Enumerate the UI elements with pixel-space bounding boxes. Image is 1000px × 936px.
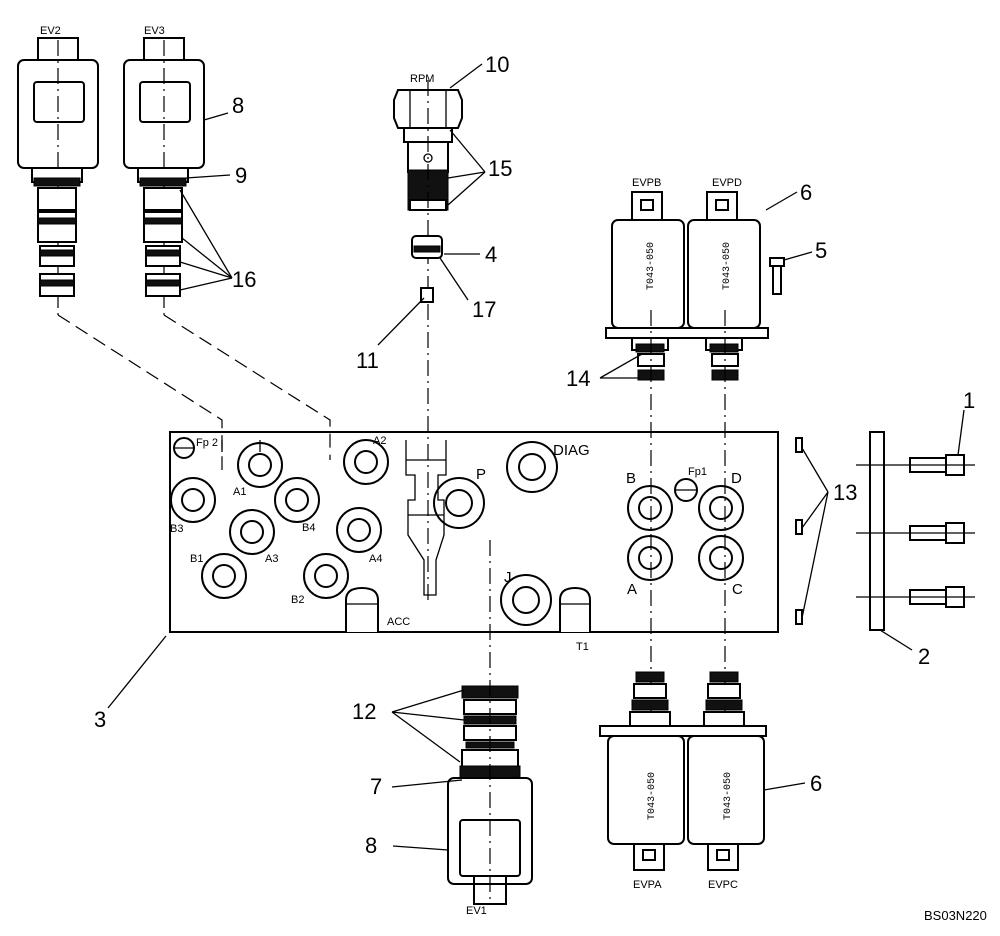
label-evpa: EVPA — [633, 879, 662, 891]
label-acc: ACC — [387, 616, 410, 628]
solenoid-ev2 — [17, 37, 99, 320]
label-diag: DIAG — [553, 442, 590, 459]
label-ev2: EV2 — [40, 25, 61, 37]
callout-17: 17 — [472, 297, 496, 322]
label-fp2: Fp 2 — [196, 437, 218, 449]
callout-12: 12 — [352, 699, 376, 724]
rpm-valve — [393, 80, 463, 600]
callout-14: 14 — [566, 366, 590, 391]
callouts: 8 9 16 10 15 4 17 11 6 5 14 1 13 2 3 12 … — [94, 52, 975, 858]
label-p: P — [476, 466, 486, 483]
evpb-marking: T043-050 — [646, 242, 657, 290]
solenoid-evpb: T043-050 — [611, 191, 685, 329]
label-evpd: EVPD — [712, 177, 742, 189]
port-b4 — [274, 477, 320, 523]
label-t1: T1 — [576, 641, 589, 653]
callout-10: 10 — [485, 52, 509, 77]
callout-1: 1 — [963, 388, 975, 413]
pins-13 — [795, 437, 803, 625]
label-a4: A4 — [369, 553, 382, 565]
port-a3 — [229, 509, 275, 555]
callout-8-top: 8 — [232, 93, 244, 118]
solenoid-ev1 — [447, 540, 533, 905]
label-rpm: RPM — [410, 73, 434, 85]
bolts-1 — [856, 454, 975, 608]
callout-5: 5 — [815, 238, 827, 263]
port-b3 — [170, 477, 216, 523]
port-diag — [506, 441, 558, 493]
callout-6-bottom: 6 — [810, 771, 822, 796]
label-fp1: Fp1 — [688, 466, 707, 478]
port-label-group: Fp 2 A1 A2 B3 B4 A3 A4 B1 B2 ACC T1 P DI… — [170, 435, 743, 653]
port-b1 — [201, 553, 247, 599]
lower-solenoid-base — [599, 671, 767, 737]
label-b2: B2 — [291, 594, 304, 606]
screw-5 — [769, 257, 785, 295]
label-a3: A3 — [265, 553, 278, 565]
port-fp1 — [674, 478, 698, 502]
callout-3: 3 — [94, 707, 106, 732]
label-ev3: EV3 — [144, 25, 165, 37]
port-j — [500, 574, 552, 626]
callout-11: 11 — [356, 348, 379, 373]
callout-15: 15 — [488, 156, 512, 181]
solenoid-evpa: T043-050 — [607, 735, 685, 871]
solenoid-evpd: T043-050 — [687, 191, 761, 329]
port-b2 — [303, 553, 349, 599]
port-A — [627, 535, 673, 581]
plug-t1 — [559, 586, 591, 632]
reference-code: BS03N220 — [924, 908, 987, 923]
label-B: B — [626, 470, 636, 487]
label-A: A — [627, 581, 637, 598]
port-C — [698, 535, 744, 581]
assembly-line-ev2 — [57, 314, 223, 470]
label-evpc: EVPC — [708, 879, 738, 891]
port-a4 — [336, 507, 382, 553]
callout-4: 4 — [485, 242, 497, 267]
label-b1: B1 — [190, 553, 203, 565]
callout-2: 2 — [918, 644, 930, 669]
solenoid-evpc: T043-050 — [687, 735, 765, 871]
label-D: D — [731, 470, 742, 487]
label-j: J — [504, 569, 512, 586]
label-ev1: EV1 — [466, 905, 487, 917]
label-a1: A1 — [233, 486, 246, 498]
port-fp2 — [173, 437, 195, 459]
valve-block — [169, 431, 779, 633]
label-evpb: EVPB — [632, 177, 661, 189]
plate-2 — [869, 431, 885, 631]
assembly-line-ev3 — [163, 314, 331, 460]
port-B — [627, 485, 673, 531]
label-C: C — [732, 581, 743, 598]
callout-9: 9 — [235, 163, 247, 188]
leader-lines — [107, 63, 965, 851]
evpc-marking: T043-050 — [723, 772, 734, 820]
ports — [170, 437, 744, 632]
callout-13: 13 — [833, 480, 857, 505]
label-a2: A2 — [373, 435, 386, 447]
evpa-marking: T043-050 — [647, 772, 658, 820]
evpd-marking: T043-050 — [722, 242, 733, 290]
port-D — [698, 485, 744, 531]
callout-6-top: 6 — [800, 180, 812, 205]
label-b4: B4 — [302, 522, 315, 534]
callout-16: 16 — [232, 267, 256, 292]
port-p — [433, 477, 485, 529]
plug-acc — [345, 586, 379, 632]
label-b3: B3 — [170, 523, 183, 535]
callout-8-bottom: 8 — [365, 833, 377, 858]
solenoid-ev3 — [123, 37, 205, 320]
callout-7: 7 — [370, 774, 382, 799]
port-a2 — [343, 439, 389, 485]
